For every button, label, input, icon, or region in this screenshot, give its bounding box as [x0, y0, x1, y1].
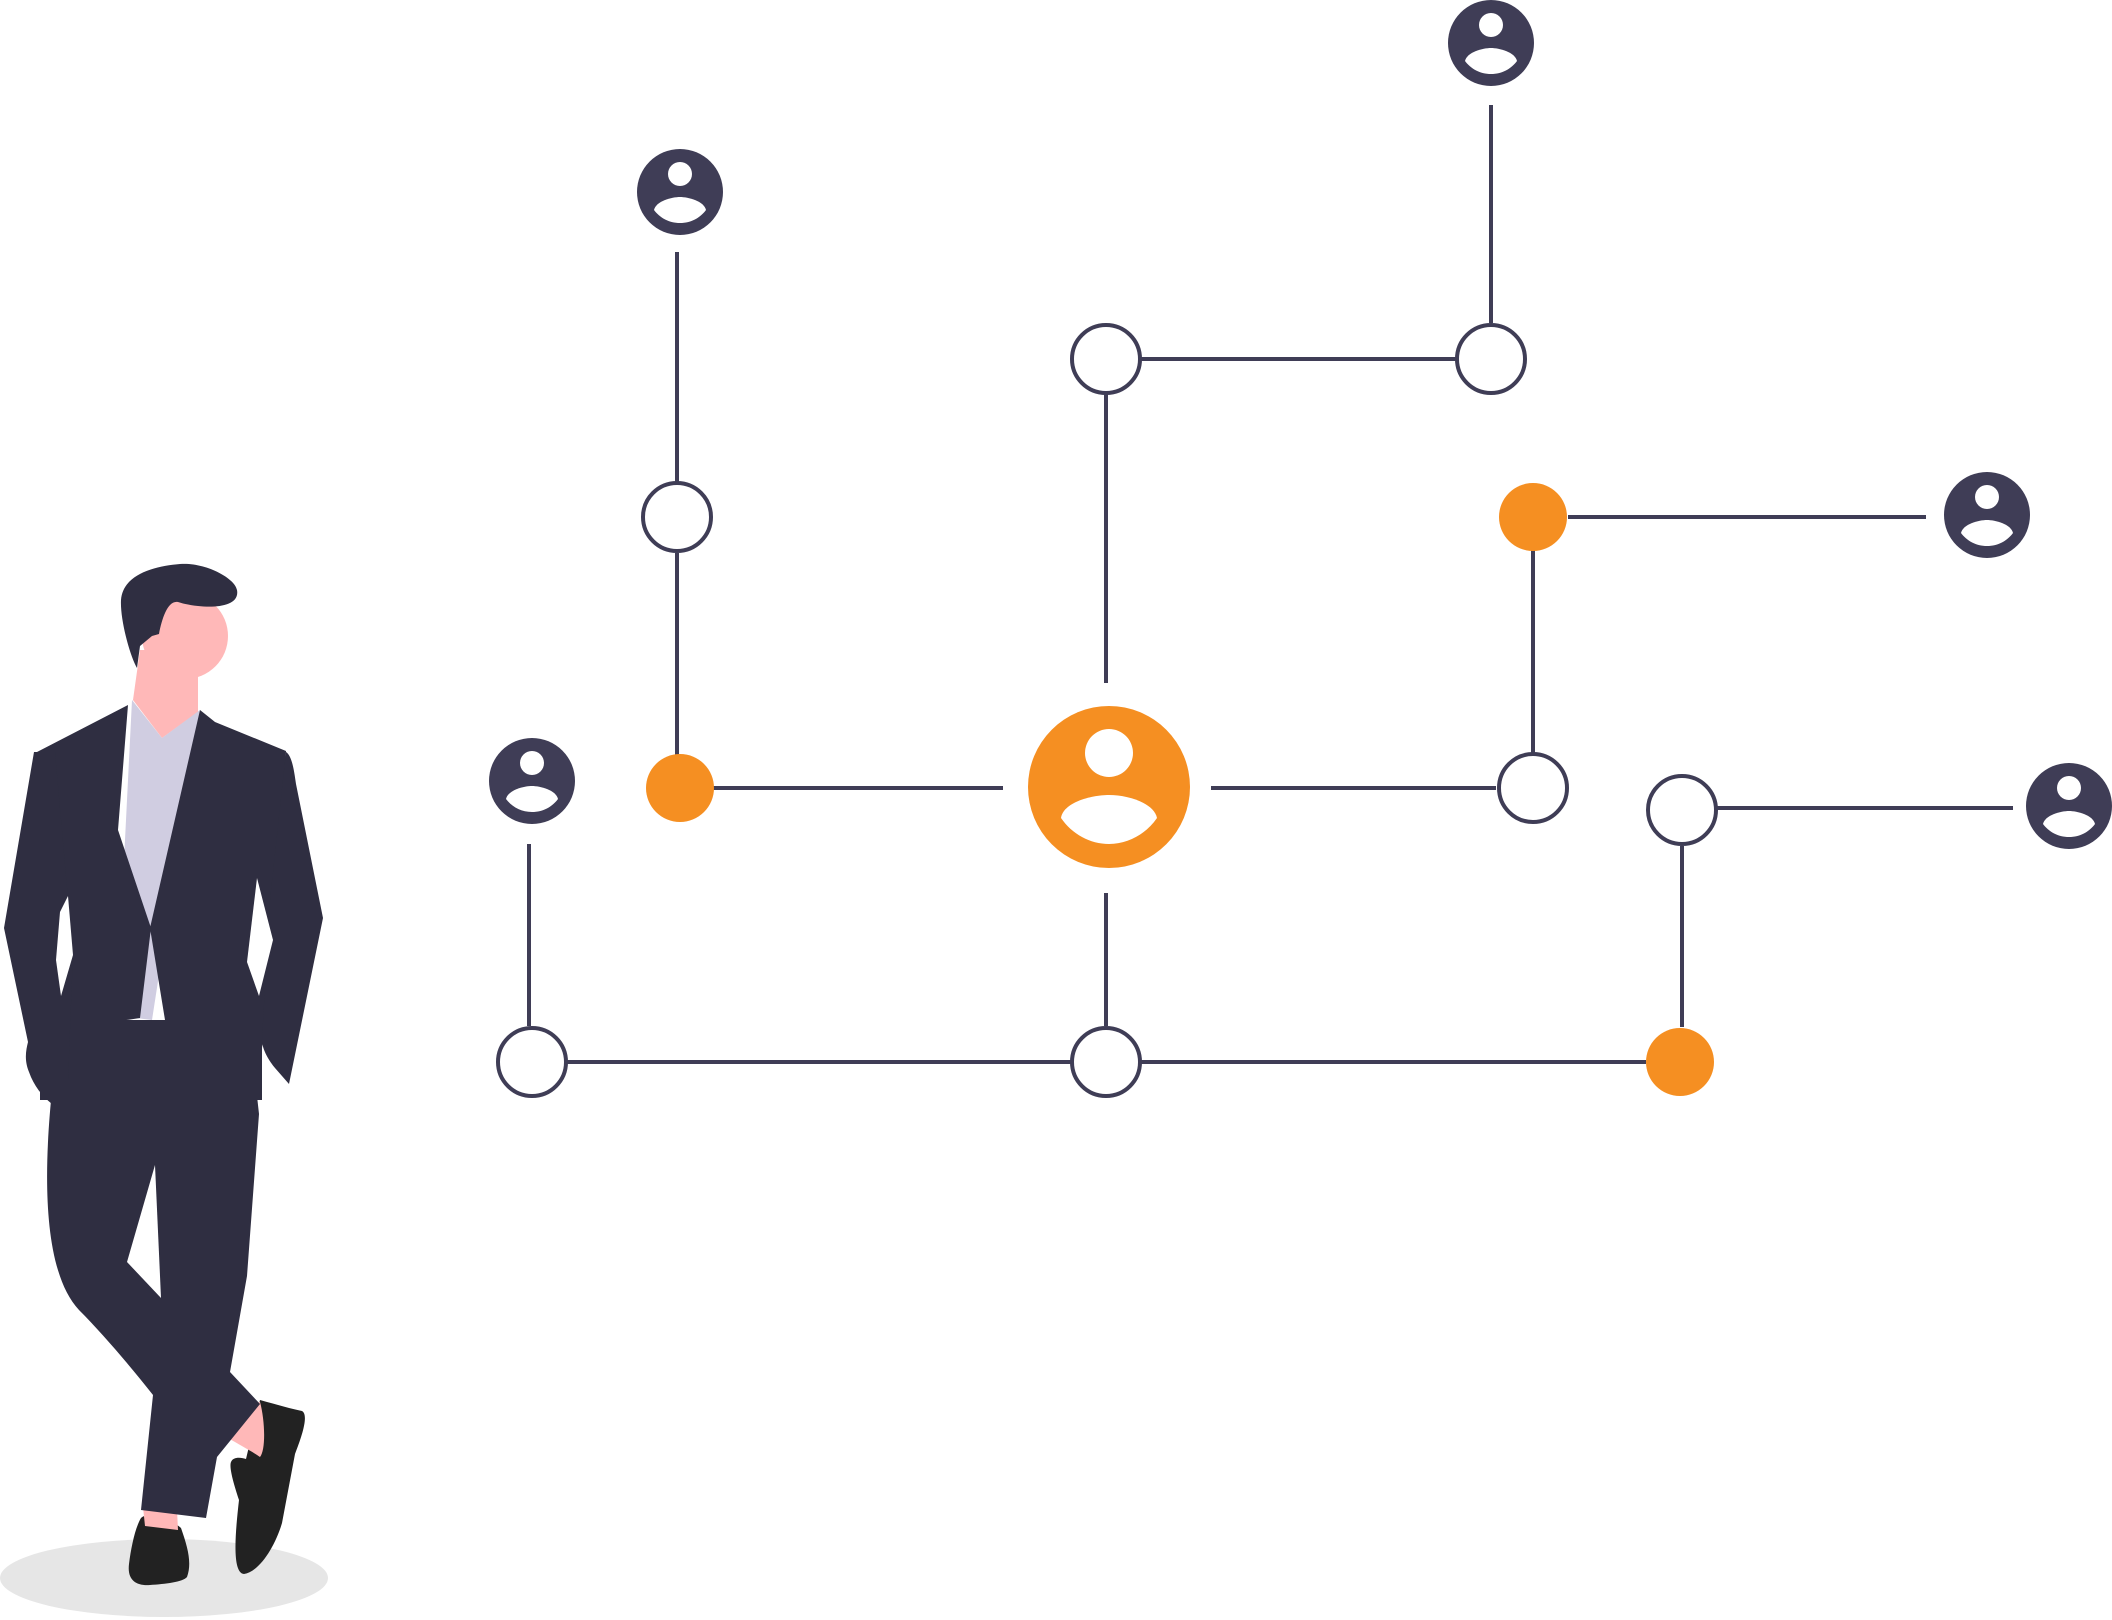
filled-circle-icon	[1499, 483, 1567, 551]
connector-lines	[527, 105, 2013, 1064]
user-node	[489, 738, 575, 824]
user-node	[1944, 472, 2030, 558]
circle-outline-icon	[1646, 774, 1718, 846]
circle-outline-icon	[1070, 1026, 1142, 1098]
right-shoe	[230, 1400, 305, 1574]
peripheral-user-nodes	[489, 0, 2112, 849]
trouser-gap	[127, 1165, 161, 1298]
circle-outline-icon	[1497, 752, 1569, 824]
right-arm	[262, 752, 323, 1084]
jacket-right	[150, 710, 286, 1080]
right-pocket-gap	[247, 878, 273, 996]
central-user-node	[1028, 706, 1190, 868]
circle-outline-icon	[1455, 323, 1527, 395]
left-arm	[4, 752, 73, 1104]
active-nodes	[646, 483, 1714, 1096]
empty-nodes	[496, 323, 1718, 1098]
user-node	[1448, 0, 1534, 86]
left-pocket-gap	[56, 896, 73, 996]
circle-outline-icon	[496, 1026, 568, 1098]
user-icon	[1028, 706, 1190, 868]
standing-person-figure	[0, 563, 328, 1617]
user-node	[2026, 763, 2112, 849]
user-node	[637, 149, 723, 235]
circle-outline-icon	[641, 481, 713, 553]
jacket-bottom	[40, 1020, 262, 1100]
left-shoe	[128, 1515, 190, 1586]
filled-circle-icon	[1646, 1028, 1714, 1096]
filled-circle-icon	[646, 754, 714, 822]
circle-outline-icon	[1070, 323, 1142, 395]
user-head	[1085, 729, 1133, 777]
hair	[120, 563, 238, 668]
user-body	[1061, 795, 1157, 844]
